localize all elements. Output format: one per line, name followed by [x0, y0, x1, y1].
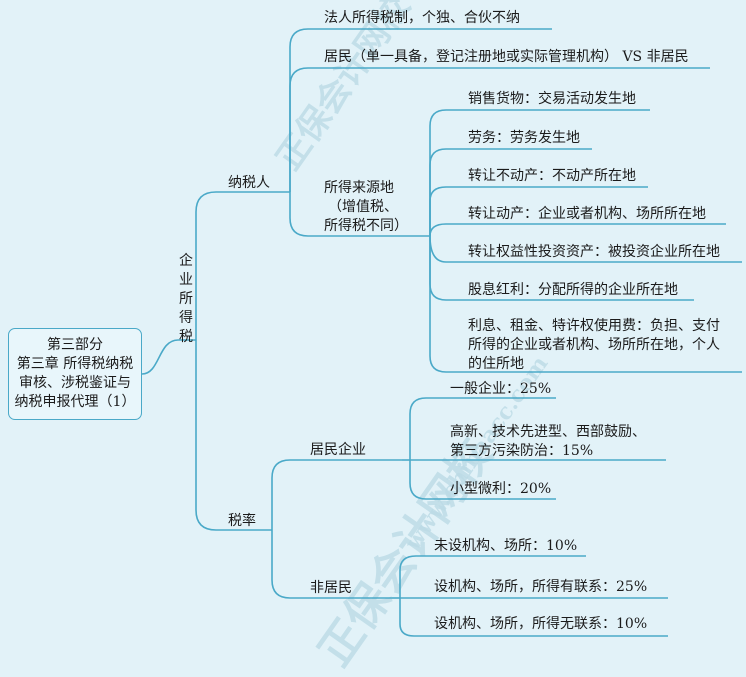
rate-no-establishment: 未设机构、场所：10%	[434, 538, 578, 554]
node-legal-person: 法人所得税制，个独、合伙不纳	[324, 10, 520, 26]
mind-map: 正保会计网校 正保会计网校 www.chinaacc.com	[8, 0, 742, 676]
connector-lines	[141, 28, 742, 637]
root-line-1: 第三部分	[47, 337, 103, 353]
source-item-service: 劳务：劳务发生地	[468, 130, 580, 146]
source-item-dividend: 股息红利：分配所得的企业所在地	[468, 282, 678, 298]
node-tax-rate: 税率	[228, 513, 256, 529]
rate-establishment-connected: 设机构、场所，所得有联系：25%	[434, 579, 648, 595]
source-item-interest-rent: 利息、租金、特许权使用费：负担、支付 所得的企业或者机构、场所所在地，个人 的住…	[468, 318, 720, 372]
root-line-3: 审核、涉税鉴证与	[19, 375, 131, 391]
rate-small: 小型微利：20%	[450, 481, 552, 497]
node-taxpayer: 纳税人	[228, 175, 270, 191]
source-item-equity: 转让权益性投资资产：被投资企业所在地	[468, 244, 720, 260]
root-line-2: 第三章 所得税纳税	[16, 356, 134, 372]
root-node: 第三部分 第三章 所得税纳税 审核、涉税鉴证与 纳税申报代理（1）	[8, 328, 142, 420]
rate-general: 一般企业：25%	[450, 381, 552, 397]
root-line-4: 纳税申报代理（1）	[14, 394, 136, 410]
rate-hightech: 高新、技术先进型、西部鼓励、 第三方污染防治：15%	[450, 424, 646, 459]
source-item-goods: 销售货物：交易活动发生地	[468, 91, 636, 107]
node-resident-enterprise: 居民企业	[310, 442, 366, 458]
rate-establishment-unconnected: 设机构、场所，所得无联系：10%	[434, 616, 648, 632]
node-income-source: 所得来源地 （增值税、 所得税不同）	[324, 180, 408, 234]
source-item-real-estate: 转让不动产：不动产所在地	[468, 168, 636, 184]
source-item-movable: 转让动产：企业或者机构、场所所在地	[468, 206, 706, 222]
node-nonresident: 非居民	[310, 580, 352, 596]
level1-node-enterprise-income-tax: 企 业 所 得 税	[179, 253, 193, 345]
node-resident-vs-nonresident: 居民（单一具备，登记注册地或实际管理机构） VS 非居民	[324, 49, 689, 65]
